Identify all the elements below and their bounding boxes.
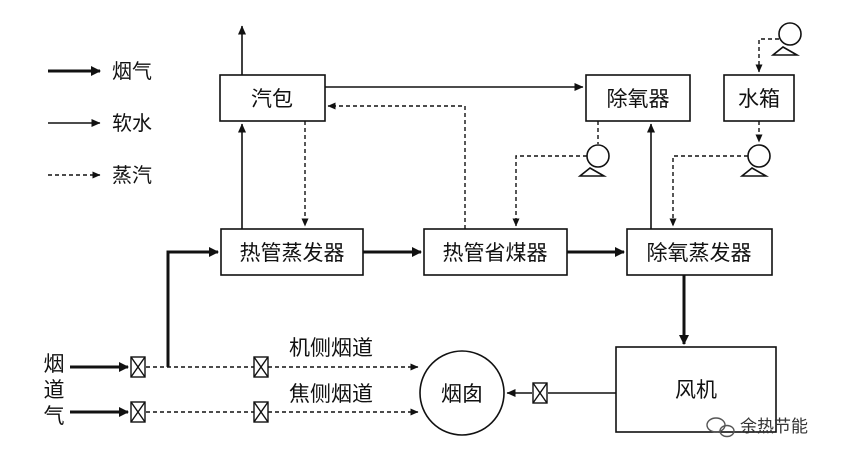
node-deaerator-label: 除氧器 <box>607 87 670 111</box>
flue-gas-inlet-label-2: 道 <box>44 378 65 402</box>
node-heat-pipe-economizer-label: 热管省煤器 <box>443 241 548 265</box>
node-deaeration-evaporator: 除氧蒸发器 <box>626 228 773 276</box>
legend: 烟气 软水 蒸汽 <box>48 59 152 187</box>
deaerator-pump-feed-line <box>512 155 587 227</box>
node-heat-pipe-economizer: 热管省煤器 <box>423 228 568 276</box>
legend-soft-water-label: 软水 <box>112 111 152 135</box>
node-heat-pipe-evaporator: 热管蒸发器 <box>220 228 364 276</box>
node-deaeration-evaporator-label: 除氧蒸发器 <box>647 241 752 265</box>
node-fan: 风机 <box>615 346 777 433</box>
valve-icons <box>130 356 548 423</box>
machine-side-flue-label: 机侧烟道 <box>289 336 373 360</box>
valve-coke-side-icon <box>253 401 269 423</box>
node-chimney-label: 烟囱 <box>441 382 483 406</box>
node-steam-drum: 汽包 <box>219 74 326 122</box>
node-water-tank: 水箱 <box>723 74 795 122</box>
soft-water-lines <box>238 25 655 397</box>
tank-pump-to-deaeration-evaporator-line <box>669 155 748 227</box>
watermark-text: 余热节能 <box>740 417 808 437</box>
valve-inlet-upper-icon <box>130 356 146 378</box>
economizer-to-drum-steam-line <box>327 102 466 229</box>
pump-deaerator-icon <box>577 144 610 177</box>
water-supply-to-tank-line <box>755 38 779 73</box>
legend-flue-gas-label: 烟气 <box>112 59 152 83</box>
node-water-tank-label: 水箱 <box>738 87 780 111</box>
pump-water-supply-icon <box>770 22 802 56</box>
valve-machine-side-icon <box>253 356 269 378</box>
valve-fan-outlet-icon <box>532 382 548 404</box>
coke-side-flue-label: 焦侧烟道 <box>289 382 373 406</box>
valve-inlet-lower-icon <box>130 401 146 423</box>
node-chimney: 烟囱 <box>419 350 505 436</box>
steam-lines <box>146 38 779 416</box>
flue-gas-lines <box>70 247 689 417</box>
flue-gas-inlet-label-1: 烟 <box>44 352 65 376</box>
watermark: 余热节能 <box>706 417 808 438</box>
node-deaerator: 除氧器 <box>585 74 691 122</box>
wechat-logo-icon <box>706 417 735 438</box>
node-fan-label: 风机 <box>675 378 717 402</box>
legend-steam-label: 蒸汽 <box>112 163 152 187</box>
node-steam-drum-label: 汽包 <box>251 87 293 111</box>
pump-water-tank-icon <box>739 144 771 177</box>
flue-gas-inlet-label-3: 气 <box>44 404 65 428</box>
flue-gas-to-evaporator-line <box>166 247 219 367</box>
node-heat-pipe-evaporator-label: 热管蒸发器 <box>240 241 345 265</box>
